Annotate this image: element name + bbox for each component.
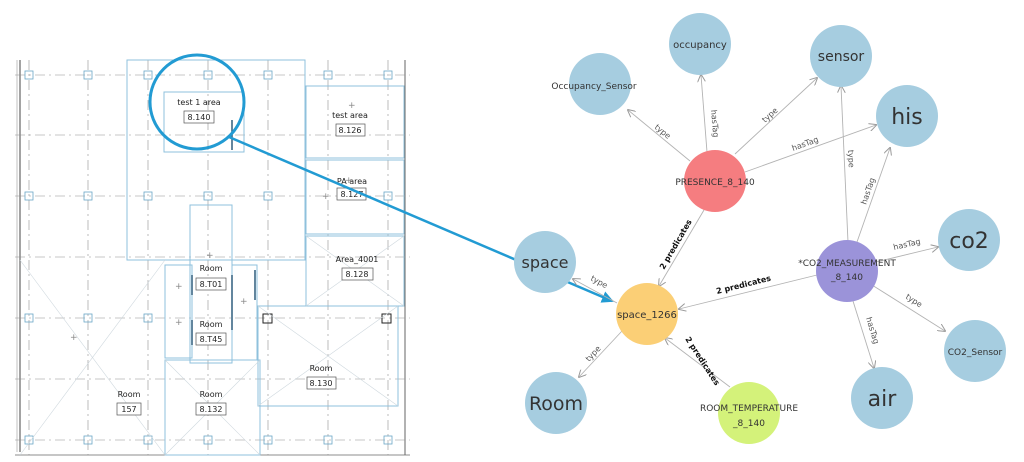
edge-label-2-predicates: 2 predicates bbox=[683, 335, 721, 387]
highlight-circle bbox=[148, 53, 246, 151]
svg-text:+: + bbox=[175, 318, 183, 328]
room-name: Room bbox=[200, 320, 223, 329]
room-label-test-area[interactable]: test area 8.126 bbox=[332, 111, 368, 137]
room-label-8-132[interactable]: Room 8.132 bbox=[195, 390, 227, 416]
edge-presence-space1266 bbox=[659, 209, 705, 286]
svg-text:+: + bbox=[345, 176, 353, 186]
node-label: space bbox=[522, 253, 569, 272]
wall-segments bbox=[191, 120, 256, 345]
room-name: Room bbox=[200, 390, 223, 399]
room-number: 8.T45 bbox=[200, 335, 223, 344]
edge-label-hastag: hasTag bbox=[864, 316, 881, 345]
edge-co2-air bbox=[852, 300, 874, 368]
room-label-test-1-area[interactable]: test 1 area 8.140 bbox=[177, 98, 221, 124]
node-occupancy[interactable]: occupancy bbox=[669, 13, 731, 75]
svg-text:+: + bbox=[348, 101, 356, 111]
edge-co2-co2 bbox=[875, 247, 938, 263]
svg-text:+: + bbox=[240, 297, 248, 307]
room-number: 8.132 bbox=[200, 405, 223, 414]
edge-label-2-predicates: 2 predicates bbox=[715, 274, 772, 296]
room-label-8-t45[interactable]: Room 8.T45 bbox=[195, 320, 227, 346]
edge-label-hastag: hasTag bbox=[892, 237, 921, 252]
node-label: air bbox=[868, 387, 898, 412]
node-sensor[interactable]: sensor bbox=[810, 25, 872, 87]
node-his[interactable]: his bbox=[876, 85, 938, 147]
edge-presence-sensor bbox=[734, 78, 817, 155]
room-name: Room bbox=[118, 390, 141, 399]
node-label: PRESENCE_8_140 bbox=[675, 178, 755, 188]
edge-label-2-predicates: 2 predicates bbox=[658, 218, 694, 271]
node-occupancy-sensor[interactable]: Occupancy_Sensor bbox=[551, 53, 637, 115]
node-label-line2: _8_140 bbox=[830, 273, 863, 283]
edge-label-type: type bbox=[584, 344, 603, 363]
node-co2[interactable]: co2 bbox=[938, 209, 1000, 271]
svg-text:+: + bbox=[70, 333, 78, 343]
room-name: test area bbox=[332, 111, 368, 120]
node-co2-sensor[interactable]: CO2_Sensor bbox=[944, 320, 1006, 382]
node-label-line1: ROOM_TEMPERATURE bbox=[700, 404, 798, 414]
room-label-8-130[interactable]: Room 8.130 bbox=[306, 364, 337, 390]
node-space[interactable]: space bbox=[514, 231, 576, 293]
node-label: Room bbox=[529, 393, 583, 415]
edge-co2-co2-sensor bbox=[871, 284, 945, 331]
room-number: 8.127 bbox=[341, 190, 364, 199]
room-name: test 1 area bbox=[177, 98, 220, 107]
edge-label-hastag: hasTag bbox=[709, 109, 720, 137]
edge-label-type: type bbox=[846, 150, 856, 168]
svg-text:+: + bbox=[322, 192, 330, 202]
edge-temp-space1266 bbox=[665, 338, 731, 388]
graph-edges bbox=[573, 75, 945, 388]
room-name: Room bbox=[200, 264, 223, 273]
node-label: occupancy bbox=[673, 40, 727, 51]
edge-co2-space1266 bbox=[679, 274, 818, 309]
room-name: Area_4001 bbox=[336, 255, 379, 264]
edge-co2-his bbox=[856, 148, 890, 243]
room-label-pa-area[interactable]: PA area 8.127 bbox=[336, 177, 367, 201]
edge-label-type: type bbox=[589, 274, 609, 290]
room-label-8-t01[interactable]: Room 8.T01 bbox=[195, 264, 227, 291]
room-number: 8.T01 bbox=[200, 280, 223, 289]
edge-co2-sensor bbox=[841, 86, 849, 243]
graph-edge-labels: hasTag type type hasTag type hasTag hasT… bbox=[584, 106, 924, 388]
edge-presence-occupancy-sensor bbox=[628, 110, 691, 162]
svg-text:+: + bbox=[175, 282, 183, 292]
svg-text:+: + bbox=[206, 251, 214, 261]
node-label: Occupancy_Sensor bbox=[551, 82, 637, 92]
room-number: 8.130 bbox=[310, 379, 333, 388]
node-space-1266[interactable]: space_1266 bbox=[616, 283, 678, 345]
plus-markers: + + + + + + + + bbox=[70, 101, 356, 343]
node-air[interactable]: air bbox=[851, 367, 913, 429]
node-room[interactable]: Room bbox=[525, 372, 587, 434]
room-number: 157 bbox=[121, 405, 136, 414]
node-label: his bbox=[891, 105, 923, 130]
node-label: CO2_Sensor bbox=[948, 348, 1003, 358]
edge-presence-occupancy bbox=[701, 75, 708, 153]
edge-space1266-space bbox=[573, 279, 618, 304]
room-number: 8.126 bbox=[339, 126, 362, 135]
edge-label-hastag: hasTag bbox=[859, 177, 877, 206]
edge-presence-his bbox=[744, 125, 876, 173]
column-marker-dark bbox=[262, 313, 273, 324]
room-name: PA area bbox=[337, 177, 367, 186]
node-label: space_1266 bbox=[617, 310, 677, 321]
room-name: Room bbox=[310, 364, 333, 373]
room-number: 8.128 bbox=[346, 270, 369, 279]
column-marker-dark bbox=[381, 313, 392, 324]
room-number: 8.140 bbox=[188, 113, 211, 122]
node-room-temperature-8-140[interactable]: ROOM_TEMPERATURE _8_140 bbox=[700, 382, 798, 444]
node-label-line2: _8_140 bbox=[732, 419, 765, 429]
node-presence-8-140[interactable]: PRESENCE_8_140 bbox=[675, 150, 755, 212]
node-label-line1: *CO2_MEASUREMENT bbox=[798, 259, 896, 269]
room-label-157[interactable]: Room 157 bbox=[116, 390, 142, 416]
node-co2-measurement-8-140[interactable]: *CO2_MEASUREMENT _8_140 bbox=[798, 240, 896, 302]
node-label: sensor bbox=[818, 49, 865, 65]
node-label: co2 bbox=[949, 229, 989, 254]
room-label-area-4001[interactable]: Area_4001 8.128 bbox=[336, 255, 379, 281]
edge-space1266-room bbox=[579, 330, 623, 377]
column-markers bbox=[24, 70, 393, 445]
